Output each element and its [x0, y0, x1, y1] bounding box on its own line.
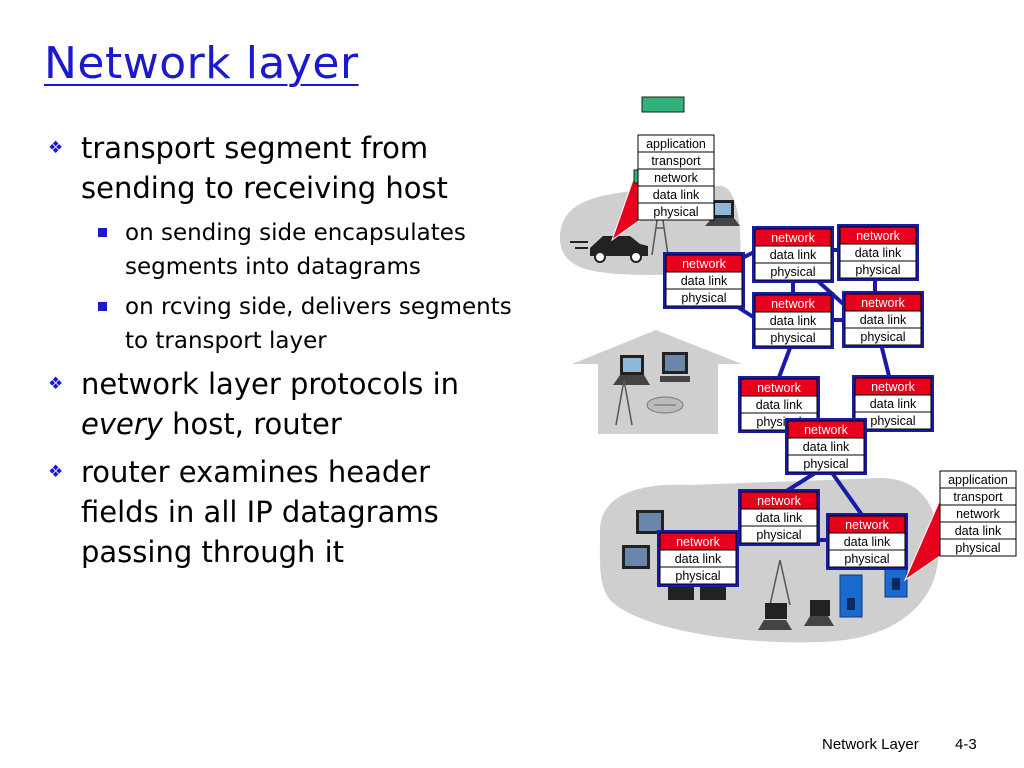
layer-label: physical: [770, 331, 815, 345]
wireless-tower-icon: [615, 379, 633, 426]
layer-cell: [637, 202, 715, 221]
layer-label: network: [654, 171, 699, 185]
layer-cell: [939, 538, 1017, 557]
layer-label: data link: [844, 535, 891, 549]
layer-label: network: [682, 257, 727, 271]
diamond-bullet-icon: ❖: [48, 462, 64, 482]
bullet-text-post: host, router: [162, 407, 342, 441]
sub-bullet-text: on rcving side, delivers segments to tra…: [125, 294, 512, 354]
layer-label: data link: [756, 398, 803, 412]
layer-label: network: [871, 380, 916, 394]
layer-label: physical: [803, 457, 848, 471]
layer-cell: [665, 288, 743, 307]
desktop-computer-icon: [622, 545, 650, 569]
router-stack: network data link physical: [785, 418, 867, 475]
sub-bullet-text: on sending side encapsulates segments in…: [125, 220, 466, 280]
square-bullet-icon: [98, 228, 107, 237]
layer-label: data link: [756, 511, 803, 525]
car-icon: [570, 236, 648, 263]
square-bullet-icon: [98, 302, 107, 311]
layer-label: physical: [870, 414, 915, 428]
home-network-house: [572, 330, 742, 434]
layer-label: data link: [681, 274, 728, 288]
layer-label: network: [845, 518, 890, 532]
layer-label: data link: [675, 552, 722, 566]
layer-cell: [754, 328, 832, 347]
sub-bullet-item: on rcving side, delivers segments to tra…: [44, 290, 514, 358]
layer-label: application: [948, 473, 1008, 487]
layer-label: network: [771, 297, 816, 311]
router-stack: network data link physical: [826, 513, 908, 570]
router-stack: network data link physical: [663, 252, 745, 309]
bullet-text-emphasis: every: [81, 407, 163, 441]
bullet-item: ❖ network layer protocols in every host,…: [44, 364, 514, 444]
layer-label: data link: [653, 188, 700, 202]
layer-label: network: [676, 535, 721, 549]
router-stack: network data link physical: [752, 226, 834, 283]
bullet-list: ❖ transport segment from sending to rece…: [44, 128, 514, 580]
layer-label: transport: [953, 490, 1003, 504]
layer-label: network: [804, 423, 849, 437]
layer-label: network: [856, 229, 901, 243]
layer-label: data link: [770, 248, 817, 262]
layer-label: physical: [653, 205, 698, 219]
layer-label: physical: [681, 291, 726, 305]
slide-title: Network layer: [44, 38, 359, 89]
footer-right: 4-3: [955, 736, 977, 753]
layer-cell: [787, 454, 865, 473]
host-stack: application transport network data link phys…: [637, 134, 715, 221]
host-stack: application transport network data link phys…: [939, 470, 1017, 557]
layer-cell: [839, 260, 917, 279]
bullet-text: router examines header fields in all IP …: [81, 455, 439, 569]
router-stack: network data link physical: [657, 530, 739, 587]
layer-cell: [844, 327, 922, 346]
layer-label: physical: [675, 569, 720, 583]
layer-label: network: [757, 494, 802, 508]
home-router-icon: [646, 396, 684, 414]
layer-label: physical: [756, 528, 801, 542]
layer-cell: [740, 525, 818, 544]
layer-label: data link: [855, 246, 902, 260]
laptop-icon: [758, 600, 834, 630]
layer-label: network: [861, 296, 906, 310]
wireless-tower-icon: [769, 559, 791, 606]
layer-label: data link: [860, 313, 907, 327]
layer-label: network: [956, 507, 1001, 521]
layer-label: data link: [955, 524, 1002, 538]
sub-bullet-item: on sending side encapsulates segments in…: [44, 216, 514, 284]
layer-label: network: [757, 381, 802, 395]
layer-cell: [659, 566, 737, 585]
layer-label: physical: [955, 541, 1000, 555]
router-stack: network data link physical: [842, 291, 924, 348]
layer-label: network: [771, 231, 816, 245]
bullet-text: transport segment from sending to receiv…: [81, 131, 448, 205]
layer-label: data link: [803, 440, 850, 454]
layer-label: physical: [860, 330, 905, 344]
layer-label: data link: [870, 397, 917, 411]
router-stack: network data link physical: [837, 224, 919, 281]
layer-cell: [828, 549, 906, 568]
layer-label: physical: [844, 552, 889, 566]
laptop-icon: [613, 355, 650, 385]
desktop-computer-icon: [636, 510, 664, 534]
bullet-text-pre: network layer protocols in: [81, 367, 460, 401]
router-stack: network data link physical: [752, 292, 834, 349]
layer-label: physical: [855, 263, 900, 277]
diamond-bullet-icon: ❖: [48, 374, 64, 394]
bullet-item: ❖ transport segment from sending to rece…: [44, 128, 514, 208]
layer-label: physical: [770, 265, 815, 279]
layer-label: transport: [651, 154, 701, 168]
layer-label: data link: [770, 314, 817, 328]
bullet-item: ❖ router examines header fields in all I…: [44, 452, 514, 572]
layer-label: application: [646, 137, 706, 151]
desktop-computer-icon: [660, 352, 690, 382]
diamond-bullet-icon: ❖: [48, 138, 64, 158]
footer-left: Network Layer: [822, 736, 919, 753]
layer-cell: [754, 262, 832, 281]
datagram-icon: [641, 96, 685, 113]
router-stack: network data link physical: [738, 489, 820, 546]
